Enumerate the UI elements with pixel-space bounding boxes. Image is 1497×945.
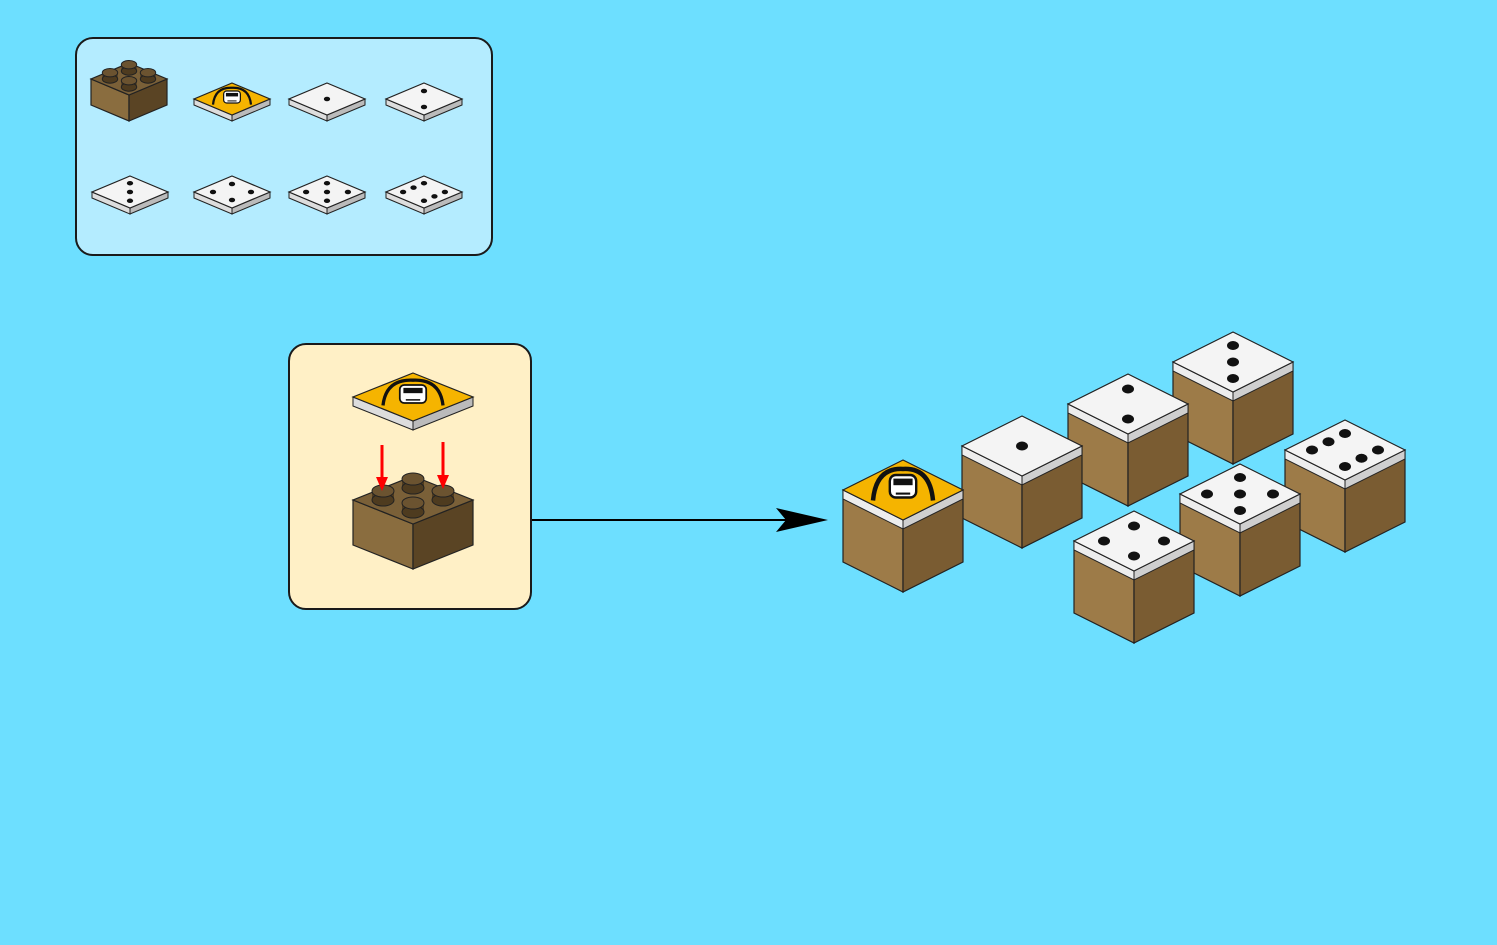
result-block-train: [843, 460, 963, 592]
pip: [1306, 446, 1318, 455]
result-block-2-dots: [1068, 374, 1188, 506]
result-block-3-dots: [1173, 332, 1293, 464]
result-blocks: [843, 332, 1405, 643]
result-block-6-dots: [1285, 420, 1405, 552]
pip: [1234, 473, 1246, 482]
pip: [1234, 506, 1246, 515]
pip: [1158, 537, 1170, 546]
pip: [1372, 446, 1384, 455]
result-arrow: [532, 508, 828, 532]
pip: [1227, 358, 1239, 367]
pip: [1128, 522, 1140, 531]
pip: [1098, 537, 1110, 546]
pip: [1122, 385, 1134, 394]
result-block-1-dots: [962, 416, 1082, 548]
pip: [1016, 442, 1028, 451]
pip: [1339, 429, 1351, 438]
pip: [1323, 437, 1335, 446]
pip: [1122, 415, 1134, 424]
pip: [1356, 454, 1368, 463]
pip: [1128, 552, 1140, 561]
pip: [1267, 490, 1279, 499]
pip: [1339, 462, 1351, 471]
pip: [1227, 341, 1239, 350]
result-block-5-dots: [1180, 464, 1300, 596]
pip: [1234, 490, 1246, 499]
pip: [1201, 490, 1213, 499]
pip: [1227, 374, 1239, 383]
result-block-4-dots: [1074, 511, 1194, 643]
